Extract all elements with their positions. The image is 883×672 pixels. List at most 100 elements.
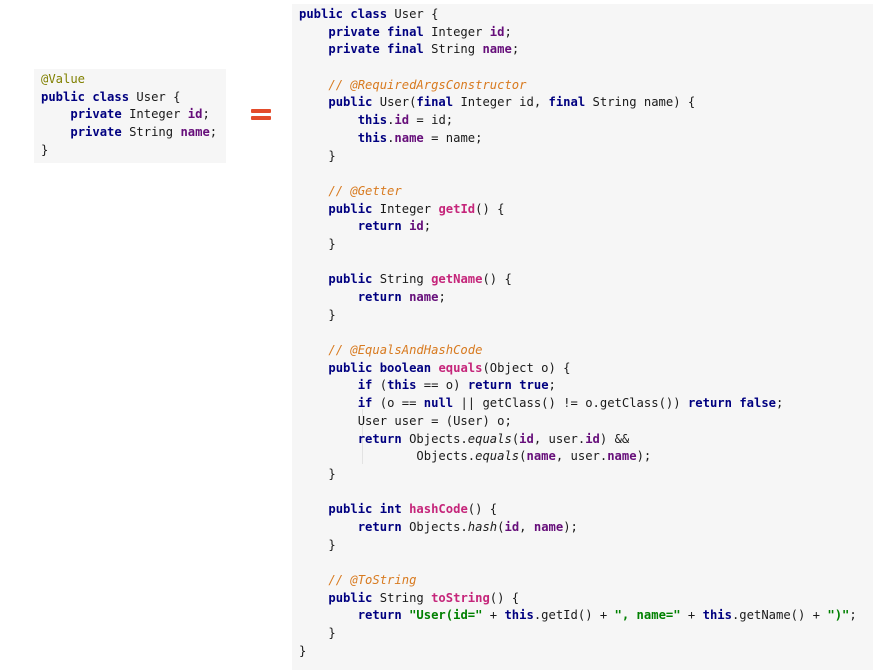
field-name: name — [482, 42, 512, 57]
code-text: ; — [776, 396, 784, 411]
code-text: . — [387, 113, 395, 128]
keyword: public class — [299, 7, 388, 21]
keyword: final — [548, 95, 586, 110]
code-text — [402, 219, 409, 233]
keyword: private final — [328, 24, 424, 39]
field-name: id — [489, 24, 505, 39]
keyword: public boolean — [328, 360, 432, 375]
code-text: ; — [423, 219, 432, 234]
code-text: ; — [438, 290, 446, 304]
blank-line — [292, 165, 873, 183]
code-line: } — [292, 537, 873, 555]
code-line: // @ToString — [292, 572, 873, 590]
code-line: public boolean equals(Object o) { — [292, 360, 873, 378]
lombok-code-panel: @Value public class User { private Integ… — [34, 69, 226, 163]
code-line: if (o == null || getClass() != o.getClas… — [292, 395, 873, 413]
keyword: false — [739, 396, 776, 411]
code-line: return Objects.equals(id, user.id) && — [292, 431, 873, 449]
code-text: (o == — [372, 396, 424, 411]
keyword: public — [328, 95, 373, 110]
code-text: User( — [372, 95, 417, 110]
expanded-code-panel: public class User { private final Intege… — [292, 4, 873, 670]
code-line: } — [292, 466, 873, 484]
keyword: return — [357, 290, 402, 304]
code-text: Integer — [121, 107, 188, 122]
code-line: private final String name; — [292, 41, 873, 59]
keyword: return — [687, 396, 732, 411]
keyword: if — [357, 378, 373, 393]
keyword: return — [357, 431, 402, 446]
keyword: this — [357, 130, 388, 145]
field-name: name — [607, 449, 637, 464]
code-text: == o) — [416, 378, 468, 393]
field-name: name — [526, 449, 556, 464]
code-text: () { — [467, 502, 498, 517]
code-text: ( — [497, 519, 505, 534]
code-text: String — [372, 272, 432, 287]
method-name: getId — [438, 201, 476, 216]
code-text: } — [299, 643, 307, 658]
code-text: String — [372, 590, 432, 605]
field-name: name — [180, 125, 210, 140]
code-text: ); — [563, 519, 578, 534]
keyword: if — [357, 396, 373, 411]
code-text: . — [387, 130, 395, 145]
method-name: equals — [438, 360, 483, 375]
code-line: User user = (User) o; — [292, 413, 873, 431]
code-text: = name; — [423, 130, 483, 145]
keyword: private — [70, 107, 122, 122]
keyword: return — [467, 378, 512, 393]
code-text: String — [423, 42, 483, 57]
static-method: equals — [475, 449, 520, 464]
code-line: // @EqualsAndHashCode — [292, 342, 873, 360]
code-text: ) && — [599, 431, 630, 446]
string-literal: ", name=" — [614, 608, 681, 623]
code-line: public class User { — [34, 89, 226, 107]
code-line: Objects.equals(name, user.name); — [292, 448, 873, 466]
code-text — [402, 502, 409, 516]
field-name: id — [519, 431, 534, 446]
field-name: id — [409, 219, 424, 234]
code-line: @Value — [34, 71, 226, 89]
code-line: this.id = id; — [292, 112, 873, 130]
code-text: () { — [475, 201, 505, 216]
code-line: private Integer id; — [34, 106, 226, 124]
code-text: ( — [519, 449, 527, 464]
code-text: } — [328, 307, 336, 322]
code-text: ( — [372, 378, 388, 393]
method-name: getName — [431, 272, 483, 287]
keyword: private — [70, 125, 122, 140]
keyword: private final — [328, 42, 424, 57]
code-text: } — [328, 148, 336, 163]
code-line: private String name; — [34, 124, 226, 142]
keyword: final — [416, 95, 454, 110]
keyword: this — [357, 113, 388, 128]
code-text: , — [519, 519, 534, 534]
keyword: this — [387, 378, 417, 393]
code-text: ( — [511, 431, 520, 446]
code-text: + — [680, 608, 703, 623]
code-text: String — [121, 125, 181, 140]
code-line: return name; — [292, 289, 873, 307]
code-text: () { — [489, 590, 520, 605]
keyword: return — [357, 519, 402, 534]
code-text: ); — [636, 449, 652, 464]
keyword: public int — [328, 502, 402, 517]
code-line: return "User(id=" + this.getId() + ", na… — [292, 607, 873, 625]
blank-line — [292, 484, 873, 502]
code-text: ; — [548, 378, 556, 393]
keyword: this — [504, 608, 534, 623]
annotation-value: @Value — [41, 72, 86, 86]
code-line: private final Integer id; — [292, 24, 873, 42]
blank-line — [292, 554, 873, 572]
field-name: name — [533, 519, 564, 534]
equals-sign-icon — [251, 107, 271, 122]
field-name: name — [409, 290, 439, 304]
keyword: public — [328, 201, 373, 216]
code-text: + — [805, 608, 828, 623]
code-line: // @RequiredArgsConstructor — [292, 77, 873, 95]
code-text — [402, 608, 409, 622]
field-name: name — [394, 130, 424, 145]
static-method: equals — [467, 431, 512, 446]
code-text: User user = (User) o; — [357, 413, 512, 428]
